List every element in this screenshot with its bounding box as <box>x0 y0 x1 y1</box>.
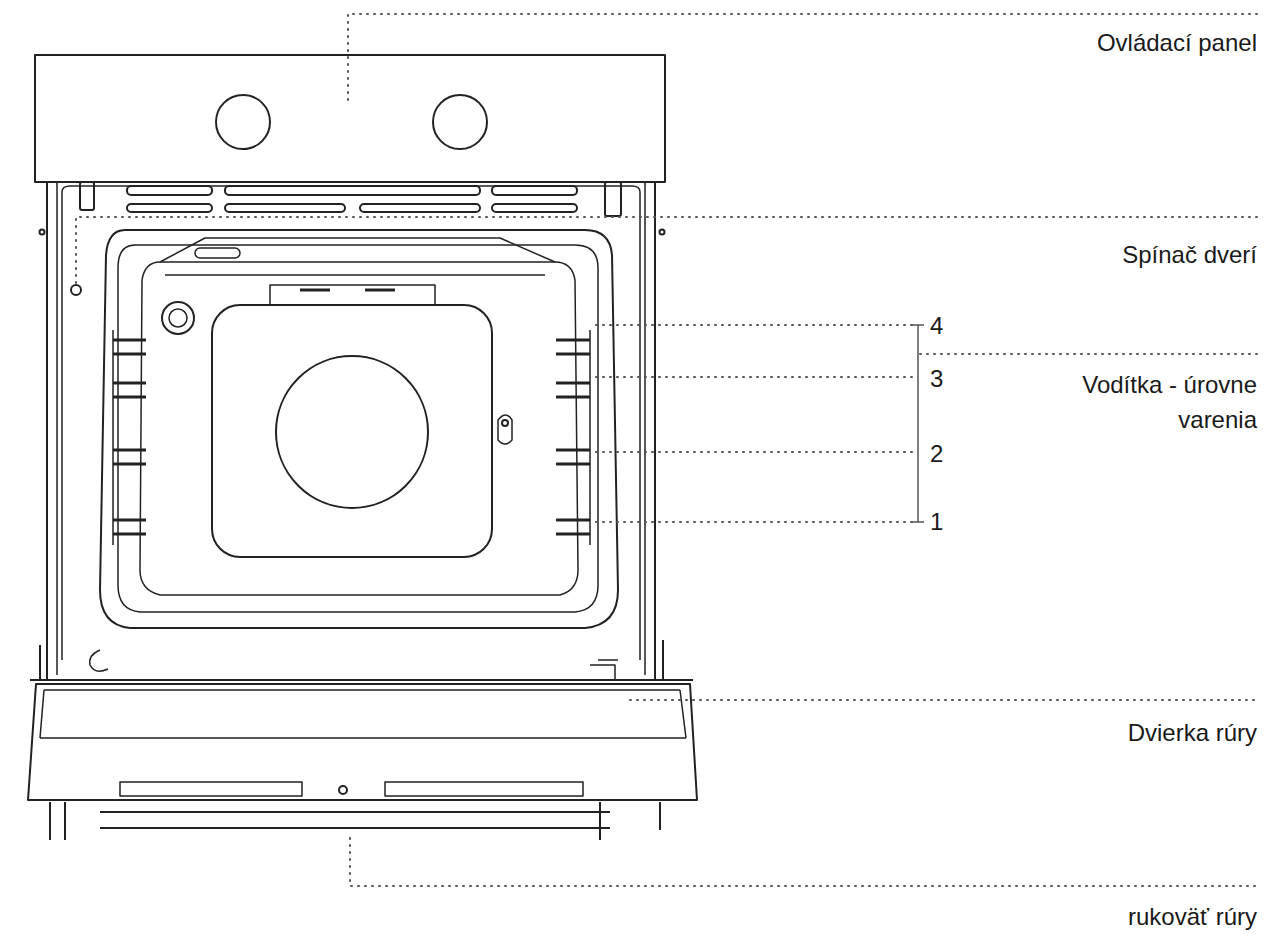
rail-bar <box>113 533 146 536</box>
rail-bar <box>556 353 590 356</box>
callout-number: 1 <box>930 505 943 540</box>
rail-bar <box>113 519 146 522</box>
part-label: rukoväť rúry <box>1128 900 1257 935</box>
vent-slots <box>127 186 577 212</box>
door-switch <box>71 285 81 295</box>
leader-lines <box>76 14 1258 886</box>
oven-cavity <box>100 230 618 628</box>
rail-bar <box>556 339 590 342</box>
callout-number: 3 <box>930 362 943 397</box>
rail-bar <box>556 449 590 452</box>
rail-bar <box>556 382 590 385</box>
rail-bar <box>556 533 590 536</box>
part-label: Ovládací panel <box>1097 26 1257 61</box>
rail-bar <box>113 449 146 452</box>
callout-number: 4 <box>930 309 943 344</box>
oven-body <box>47 182 655 680</box>
part-label: Dvierka rúry <box>1128 716 1257 751</box>
rail-bar <box>556 396 590 399</box>
rail-bar <box>113 382 146 385</box>
oven-handle <box>50 802 660 840</box>
knob <box>433 95 487 149</box>
rail-bar <box>113 353 146 356</box>
part-label: Spínač dverí <box>1122 238 1257 273</box>
rear-panel <box>212 305 492 557</box>
rail-bar <box>113 396 146 399</box>
rail-bar <box>556 463 590 466</box>
rail-bar <box>113 463 146 466</box>
rack-rails <box>113 330 590 545</box>
oven-door <box>28 684 697 800</box>
oven-lamp <box>162 302 194 334</box>
knob <box>216 95 270 149</box>
part-label: Vodítka - úrovne varenia <box>1007 368 1257 438</box>
callout-number: 2 <box>930 437 943 472</box>
control-panel <box>35 55 665 182</box>
fan-cover <box>276 356 428 508</box>
rail-bar <box>113 339 146 342</box>
rail-bar <box>556 519 590 522</box>
rail-bracket <box>912 325 924 522</box>
